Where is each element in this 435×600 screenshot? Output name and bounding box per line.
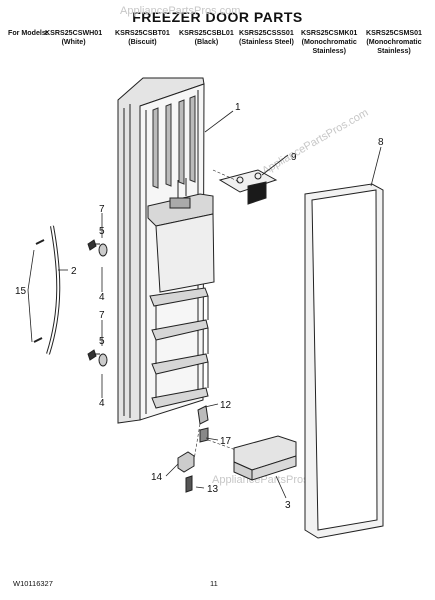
model-number: KSRS25CSBL01: [179, 29, 234, 37]
callout-5-lower: 5: [99, 336, 105, 347]
model-color-line2: Stainless): [377, 47, 411, 55]
watermark-bottom: AppliancePartsPros.com: [212, 474, 333, 486]
document-number: W10116327: [13, 579, 53, 588]
bracket-part-9: [218, 169, 278, 205]
page-number: 11: [210, 579, 218, 588]
callout-4-upper: 4: [99, 292, 105, 303]
dashed-assembly-lines: [193, 169, 241, 461]
models-label: For Models:: [8, 29, 49, 37]
model-color: (Biscuit): [128, 38, 157, 46]
callout-2: 2: [71, 266, 77, 277]
model-column: KSRS25CSBL01 (Black): [179, 29, 234, 47]
callout-15: 15: [15, 286, 27, 297]
lower-hinge-hardware: [177, 405, 209, 493]
dispenser-housing: [147, 178, 215, 293]
callout-17: 17: [220, 436, 232, 447]
model-number: KSRS25CSMS01: [366, 29, 422, 37]
callout-7-lower: 7: [99, 310, 105, 321]
callout-13: 13: [207, 484, 219, 495]
callout-8: 8: [378, 137, 384, 148]
model-column: KSRS25CSMS01 (Monochromatic Stainless): [366, 29, 422, 56]
model-color: (Black): [194, 38, 219, 46]
callout-14: 14: [151, 472, 163, 483]
model-color: (Stainless Steel): [239, 38, 294, 46]
model-column: KSRS25CSMK01 (Monochromatic Stainless): [301, 29, 357, 56]
model-color: (Monochromatic: [301, 38, 357, 46]
watermark-top: AppliancePartsPros.com: [120, 5, 241, 17]
callout-3: 3: [285, 500, 291, 511]
handle-mount-hardware-upper: [87, 239, 108, 257]
door-handle-part-2: [33, 225, 61, 355]
callout-9: 9: [291, 152, 297, 163]
bin-part-3: [233, 435, 297, 481]
model-list: For Models: KSRS25CSWH01 (White) KSRS25C…: [8, 29, 433, 59]
callout-12: 12: [220, 400, 232, 411]
door-gasket-part-8: [304, 183, 384, 539]
callout-leaders: [27, 110, 382, 499]
model-color: (Monochromatic: [366, 38, 422, 46]
model-number: KSRS25CSWH01: [45, 29, 103, 37]
model-number: KSRS25CSBT01: [115, 29, 170, 37]
model-column: KSRS25CSWH01 (White): [45, 29, 102, 47]
model-number: KSRS25CSSS01: [239, 29, 294, 37]
model-column: KSRS25CSSS01 (Stainless Steel): [239, 29, 294, 47]
callout-1: 1: [235, 102, 241, 113]
callout-4-lower: 4: [99, 398, 105, 409]
handle-mount-hardware-lower: [87, 349, 108, 367]
model-number: KSRS25CSMK01: [301, 29, 358, 37]
model-column: KSRS25CSBT01 (Biscuit): [115, 29, 170, 47]
page-title: FREEZER DOOR PARTS: [132, 9, 303, 25]
model-color-line2: Stainless): [312, 47, 346, 55]
liner-ribs: [152, 95, 196, 189]
model-color: (White): [61, 38, 86, 46]
door-shelves: [149, 287, 209, 409]
callout-5-upper: 5: [99, 226, 105, 237]
callout-7-upper: 7: [99, 204, 105, 215]
